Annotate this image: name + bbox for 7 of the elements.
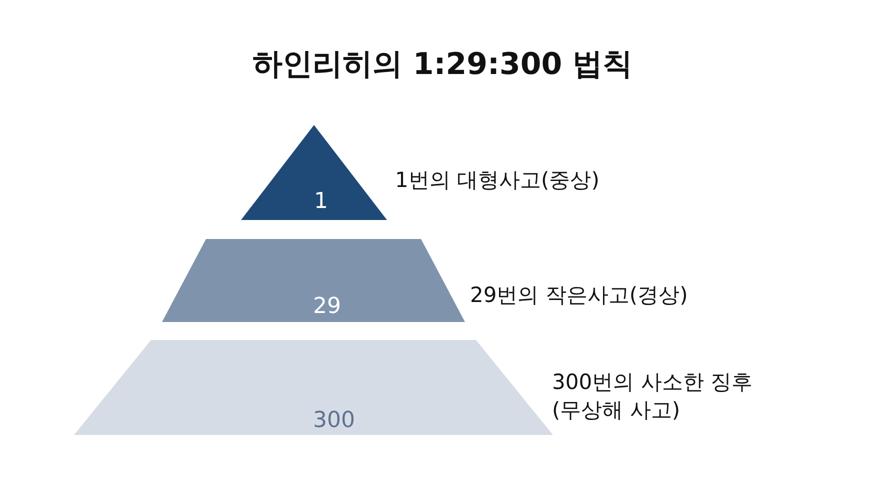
tier-number: 300	[313, 408, 355, 433]
tier-number: 1	[314, 189, 328, 214]
tier-caption: 1번의 대형사고(중상)	[395, 167, 600, 194]
title: 하인리히의 1:29:300 법칙	[251, 46, 634, 84]
tier-caption: 29번의 작은사고(경상)	[470, 282, 689, 309]
tier-caption: 300번의 사소한 징후 (무상해 사고)	[552, 369, 754, 424]
tier-number: 29	[313, 294, 341, 319]
